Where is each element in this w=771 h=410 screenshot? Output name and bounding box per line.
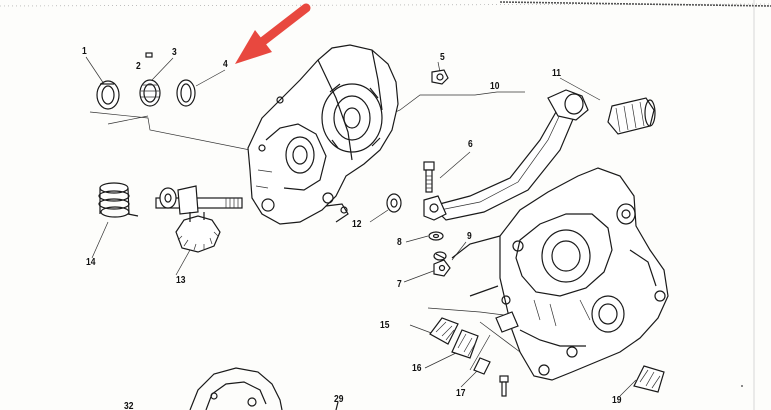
callout-8: 8 (397, 237, 402, 248)
part-nut-9 (433, 259, 451, 277)
part-spring-washer-7 (433, 251, 447, 261)
kickstart-shaft (155, 185, 243, 253)
crankcase-half (451, 167, 669, 381)
crankcase-cover (247, 44, 399, 225)
callout-32: 32 (124, 401, 134, 410)
part-washer (176, 79, 196, 107)
part-needle-bearing (139, 79, 161, 107)
red-pointer-arrow (235, 3, 311, 64)
callout-17: 17 (456, 388, 466, 399)
callout-15: 15 (380, 320, 390, 331)
part-coil-spring (98, 182, 139, 218)
callout-5: 5 (440, 52, 445, 63)
callout-2: 2 (136, 61, 141, 72)
part-bushing-12 (386, 193, 402, 213)
part-pad-16 (451, 329, 479, 359)
callout-6: 6 (468, 139, 473, 150)
kickstart-lever (423, 89, 589, 221)
part-nut-5 (431, 69, 449, 85)
callout-14: 14 (86, 257, 96, 268)
callout-29: 29 (334, 394, 344, 405)
callout-1: 1 (82, 46, 87, 57)
part-washer-8 (428, 231, 444, 241)
callout-9: 9 (467, 231, 472, 242)
part-pad-15 (429, 317, 459, 345)
callout-10: 10 (490, 81, 500, 92)
callout-3: 3 (172, 47, 177, 58)
part-pin (145, 52, 153, 58)
callout-19: 19 (612, 395, 622, 406)
callout-11: 11 (552, 68, 561, 79)
part-clip-17 (473, 357, 491, 375)
callout-12: 12 (352, 219, 362, 230)
callout-16: 16 (412, 363, 422, 374)
callout-13: 13 (176, 275, 186, 286)
callout-7: 7 (397, 279, 402, 290)
part-bolt-6 (423, 161, 435, 193)
callout-4: 4 (223, 59, 228, 70)
part-screw-18 (499, 375, 509, 397)
part-seal-ring (96, 80, 120, 110)
part-pad-19 (633, 365, 665, 393)
bottom-housing (189, 367, 339, 410)
kickstart-rubber (607, 97, 656, 135)
